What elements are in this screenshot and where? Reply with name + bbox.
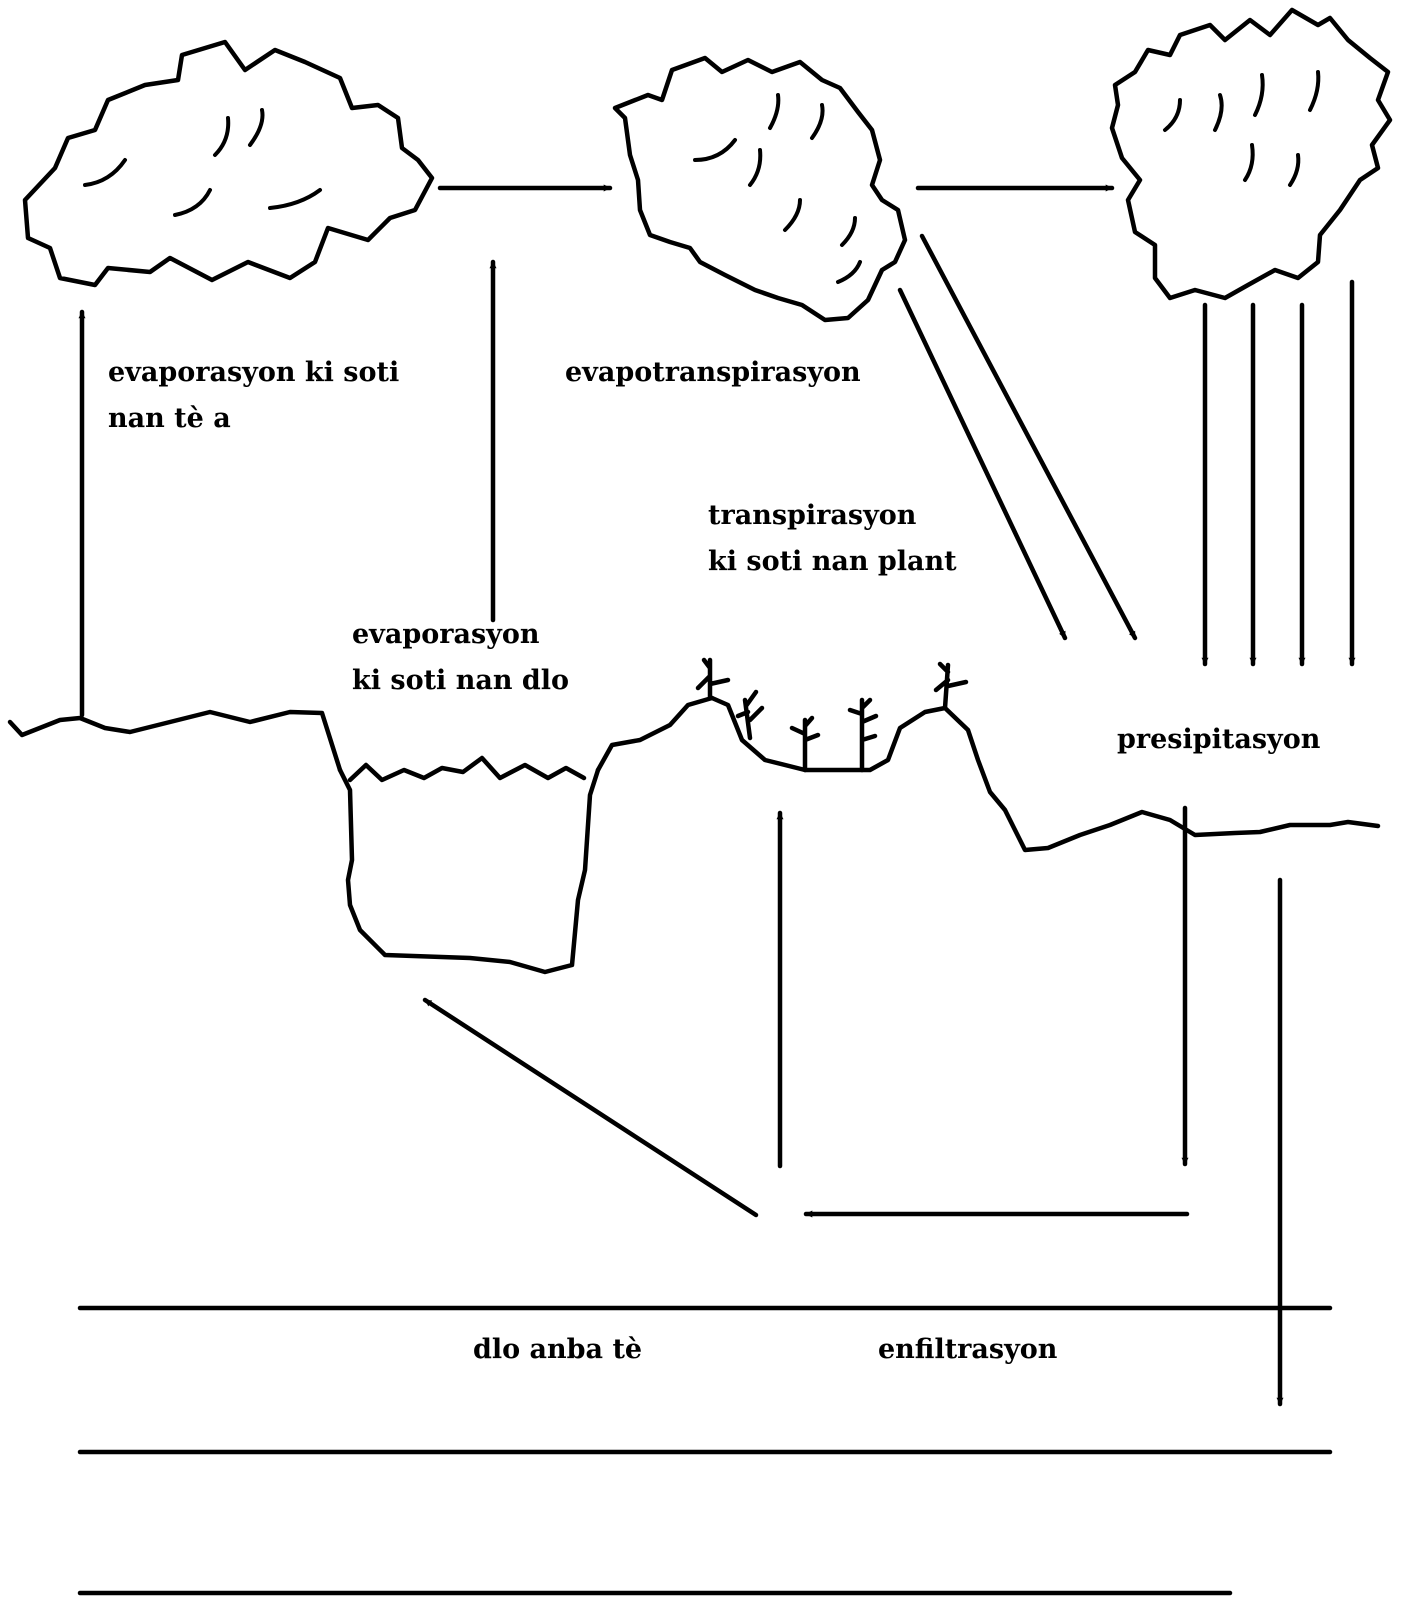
label-evapotranspiration: evapotranspirasyon [565,350,861,396]
label-groundwater: dlo anba tè [473,1327,642,1373]
cloud-left [22,39,435,288]
pond [337,755,601,975]
label-evap-water: evaporasyon ki soti nan dlo [352,612,569,704]
cloud-right [1109,7,1393,301]
arrow-transpiration-1 [897,287,1068,641]
label-transpiration: transpirasyon ki soti nan plant [708,493,957,585]
label-precipitation-text: presipitasyon [1117,724,1321,755]
label-evap-soil-line-2: nan tè a [108,403,231,434]
label-transpiration-line-2: ki soti nan plant [708,546,957,577]
label-evap-water-line-1: evaporasyon [352,619,540,650]
plant-bed [695,657,969,773]
label-evap-soil-line-1: evaporasyon ki soti [108,357,400,388]
label-groundwater-text: dlo anba tè [473,1334,643,1365]
arrows [78,184,1356,1407]
label-infiltration-text: enfiltrasyon [878,1334,1058,1365]
label-transpiration-line-1: transpirasyon [708,500,917,531]
arrow-to-pond [422,997,759,1218]
ground-surface [7,695,1381,853]
label-evap-soil: evaporasyon ki soti nan tè a [108,350,399,442]
label-evap-water-line-2: ki soti nan dlo [352,665,570,696]
label-evapotranspiration-text: evapotranspirasyon [565,357,861,388]
label-precipitation: presipitasyon [1117,717,1320,763]
cloud-middle [612,55,908,323]
arrow-transpiration-2 [919,233,1138,641]
label-infiltration: enfiltrasyon [878,1327,1057,1373]
